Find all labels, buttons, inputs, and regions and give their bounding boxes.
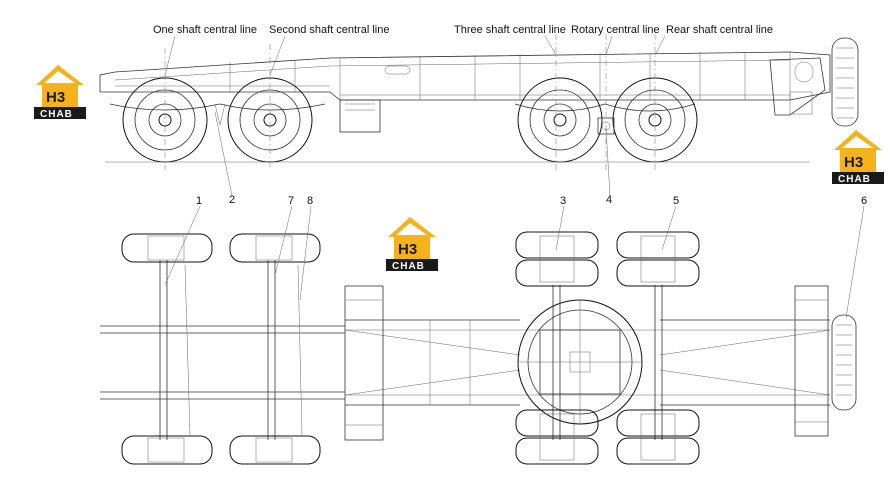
top-tire-2a [229, 233, 321, 263]
top-tire-4a [616, 231, 700, 287]
callout-5: 5 [673, 195, 679, 207]
callout-2: 2 [229, 194, 235, 206]
logo-left-roof [36, 65, 84, 85]
top-tire-3a [515, 231, 599, 287]
logo-left-mark: H3 [46, 89, 65, 106]
top-tire-3b [515, 409, 599, 465]
top-tire-1b [121, 435, 213, 465]
callout-3: 3 [560, 195, 566, 207]
logo-center-roof [388, 217, 436, 237]
callout-8: 8 [307, 195, 313, 207]
logo-left-word: CHAB [40, 109, 73, 120]
callout-4: 4 [606, 194, 612, 206]
logo-right-word: CHAB [838, 174, 871, 185]
callout-6: 6 [861, 195, 867, 207]
logo-center-word: CHAB [392, 261, 425, 272]
logo-center-mark: H3 [398, 241, 417, 258]
callout-1: 1 [196, 195, 202, 207]
top-view [100, 231, 857, 465]
top-tire-4b [616, 409, 700, 465]
callout-7: 7 [288, 195, 294, 207]
callouts: 1 2 3 4 5 6 7 8 [164, 111, 867, 319]
top-tire-1a [121, 233, 213, 263]
label-second-shaft: Second shaft central line [269, 24, 389, 36]
label-rotary: Rotary central line [571, 24, 660, 36]
top-tire-2b [229, 435, 321, 465]
logo-right-roof [834, 130, 882, 150]
logo-right: H3 CHAB [832, 130, 884, 185]
logo-center: H3 CHAB [386, 217, 438, 272]
label-rear-shaft: Rear shaft central line [666, 24, 773, 36]
side-wheel-3 [517, 77, 603, 163]
label-one-shaft: One shaft central line [153, 24, 257, 36]
label-three-shaft: Three shaft central line [454, 24, 566, 36]
logo-left: H3 CHAB [34, 65, 86, 120]
logo-right-mark: H3 [844, 154, 863, 171]
side-view: One shaft central line Second shaft cent… [99, 24, 859, 170]
